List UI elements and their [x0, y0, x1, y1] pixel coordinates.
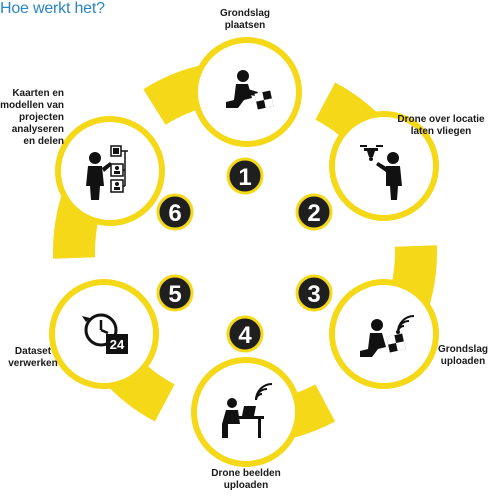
step-5-circle	[49, 279, 159, 389]
kneeling-person-with-wifi-icon	[360, 315, 415, 357]
step-6-label-line-2: modellen van	[0, 100, 64, 111]
step-5-label: Dataset verwerken	[2, 346, 64, 370]
step-2-label-line-1: Drone over locatie	[397, 114, 485, 125]
step-3-number: 3	[307, 281, 320, 308]
step-1-number-badge: 1	[226, 157, 264, 195]
kneeling-person-placing-marker-icon	[226, 70, 274, 110]
step-6-label-line-3: projecten	[18, 112, 64, 123]
step-2-label-line-2: laten vliegen	[410, 126, 472, 137]
step-4-label-line-1: Drone beelden	[211, 468, 281, 479]
step-2-label: Drone over locatie laten vliegen	[386, 114, 496, 138]
step-6-number: 6	[168, 200, 181, 227]
step-6-circle	[55, 116, 165, 226]
step-3-label-line-1: Grondslag	[437, 344, 488, 355]
step-5-label-line-1: Dataset	[14, 346, 52, 357]
step-1-label-line-1: Grondslag	[219, 8, 270, 19]
step-6-number-badge: 6	[156, 193, 194, 231]
step-1-label: Grondslag plaatsen	[200, 8, 290, 32]
step-5-number: 5	[168, 281, 181, 308]
step-4-label-line-2: uploaden	[223, 480, 269, 491]
step-2-number-badge: 2	[295, 193, 333, 231]
step-3-number-badge: 3	[295, 274, 333, 312]
step-6-label-line-1: Kaarten en	[12, 88, 64, 99]
step-1-label-line-2: plaatsen	[224, 20, 266, 31]
step-4-label: Drone beelden uploaden	[196, 468, 296, 492]
step-3-circle	[329, 279, 439, 389]
clock-badge-text: 24	[110, 337, 125, 352]
step-5-label-line-2: verwerken	[8, 358, 58, 369]
page-title: Hoe werkt het?	[0, 0, 105, 17]
clock-24-hours-icon: 24	[82, 313, 128, 354]
step-6-label-line-4: analyseren	[11, 124, 64, 135]
person-flying-drone-icon	[360, 145, 402, 200]
person-at-laptop-with-wifi-icon	[222, 383, 273, 438]
step-2-number: 2	[307, 200, 320, 227]
step-1-number: 1	[238, 164, 251, 191]
step-4-number-badge: 4	[226, 315, 264, 353]
step-4-number: 4	[238, 322, 252, 349]
step-5-number-badge: 5	[156, 274, 194, 312]
step-3-label-line-2: uploaden	[440, 356, 486, 367]
step-3-label: Grondslag uploaden	[430, 344, 496, 368]
presenter-with-org-chart-icon	[86, 145, 128, 200]
step-6-label: Kaarten en modellen van projecten analys…	[0, 88, 64, 148]
step-6-label-line-5: en delen	[23, 136, 64, 147]
